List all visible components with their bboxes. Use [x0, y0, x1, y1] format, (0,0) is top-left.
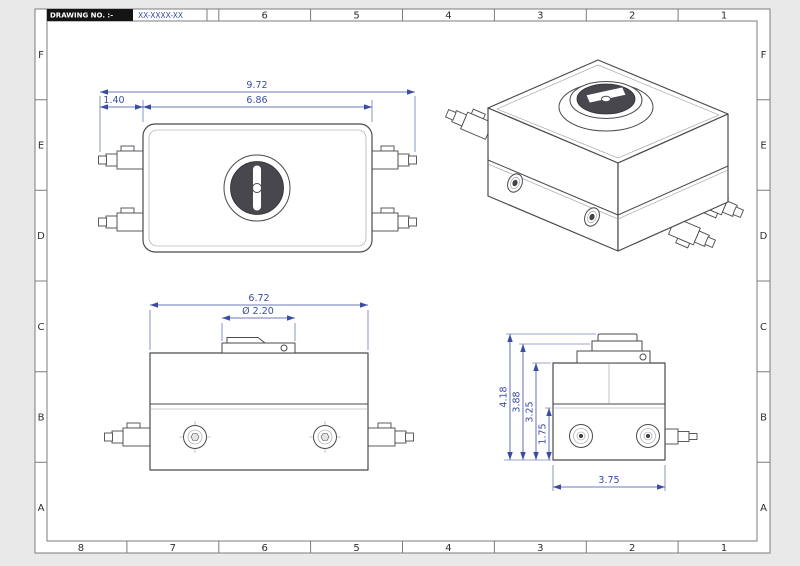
zone-ticks-left: [35, 99, 47, 463]
front-port-right: [309, 421, 341, 453]
dim-label-body-depth: 3.75: [598, 475, 619, 486]
zone-label: 2: [629, 543, 635, 554]
side-knob-handle: [597, 333, 638, 342]
iso-parting-line-2: [487, 163, 729, 220]
zone-label: 3: [537, 10, 543, 21]
side-view: 1.75 3.25 3.88 4.18 3.75: [499, 333, 698, 491]
zone-label: E: [38, 141, 44, 152]
enclosure-inner-edge: [148, 129, 367, 247]
zone-label: 5: [353, 10, 359, 21]
zone-labels-left: F E D C B A: [37, 50, 45, 514]
side-knob-plate: [576, 350, 651, 364]
dim-label-knob-diameter: Ø 2.20: [242, 306, 274, 317]
front-knob-tab: [226, 337, 266, 344]
side-knob-base: [591, 340, 643, 352]
zone-label: F: [38, 50, 44, 61]
iso-port-lower: [584, 207, 600, 227]
zone-label: 6: [262, 543, 268, 554]
zone-label: 1: [721, 543, 727, 554]
iso-rotary-knob: [558, 81, 654, 132]
zone-label: C: [760, 322, 767, 333]
zone-ticks-right: [757, 99, 770, 463]
title-block: DRAWING NO. :- XX-XXXX-XX: [46, 8, 208, 22]
zone-label: 7: [170, 543, 176, 554]
dim-body-width: 6.72: [149, 293, 369, 350]
dim-body-length: 6.86: [143, 95, 373, 122]
dim-label-base-height: 1.75: [538, 423, 549, 444]
dim-label-handle-height: 3.88: [512, 391, 523, 412]
zone-label: 2: [629, 10, 635, 21]
front-knob-screw: [280, 344, 288, 352]
dim-overall-height: 4.18: [499, 333, 596, 460]
zone-label: D: [37, 231, 45, 242]
zone-label: 4: [445, 543, 451, 554]
top-view: 9.72 1.40 6.86: [98, 80, 417, 253]
dim-body-depth: 3.75: [552, 465, 666, 491]
knob-center: [252, 183, 262, 193]
front-body: [149, 352, 369, 471]
front-view: 6.72 Ø 2.20: [104, 293, 414, 471]
dim-label-body-length: 6.86: [246, 95, 267, 106]
isometric-view: [443, 59, 746, 258]
zone-label: F: [761, 50, 767, 61]
knob-center: [601, 95, 611, 103]
iso-parting-line: [487, 159, 729, 216]
iso-port-upper: [507, 173, 523, 193]
iso-top-inner-edge: [496, 64, 720, 159]
side-port-left: [569, 424, 593, 448]
zone-labels-right: F E D C B A: [760, 50, 768, 514]
zone-label: A: [760, 503, 767, 514]
zone-label: D: [760, 231, 768, 242]
rotary-knob: [223, 154, 291, 222]
zone-label: B: [38, 413, 45, 424]
zone-label: B: [760, 413, 767, 424]
side-knob-screw: [639, 353, 647, 361]
zone-label: 4: [445, 10, 451, 21]
dim-handle-height: 3.88: [512, 343, 590, 460]
dim-connector-protrusion: 1.40: [100, 95, 144, 122]
zone-label: 8: [78, 543, 84, 554]
zone-label: 5: [353, 543, 359, 554]
front-port-left: [179, 421, 211, 453]
dim-label-overall-length: 9.72: [246, 80, 267, 91]
dim-label-overall-height: 4.18: [499, 386, 510, 407]
zone-ticks-bottom: [126, 541, 679, 553]
zone-label: 1: [721, 10, 727, 21]
title-block-label-box: [47, 9, 133, 21]
zone-label: A: [38, 503, 45, 514]
zone-labels-bottom: 8 7 6 5 4 3 2 1: [78, 543, 728, 554]
drawing-no-value: XX-XXXX-XX: [138, 11, 183, 20]
dim-base-height: 1.75: [504, 407, 552, 461]
dim-label-connector-protrusion: 1.40: [103, 95, 124, 106]
zone-label: E: [760, 141, 766, 152]
zone-label: 6: [262, 10, 268, 21]
dim-body-height: 3.25: [525, 362, 551, 460]
dim-label-body-height: 3.25: [525, 401, 536, 422]
dim-knob-diameter: Ø 2.20: [221, 306, 296, 341]
front-knob-plate: [221, 342, 296, 354]
zone-label: C: [38, 322, 45, 333]
dim-label-body-width: 6.72: [248, 293, 269, 304]
connector-side-right: [664, 428, 698, 445]
zone-label: 3: [537, 543, 543, 554]
side-port-right: [636, 424, 660, 448]
drawing-no-label: DRAWING NO. :-: [50, 12, 113, 20]
iso-side-face: [617, 113, 729, 252]
